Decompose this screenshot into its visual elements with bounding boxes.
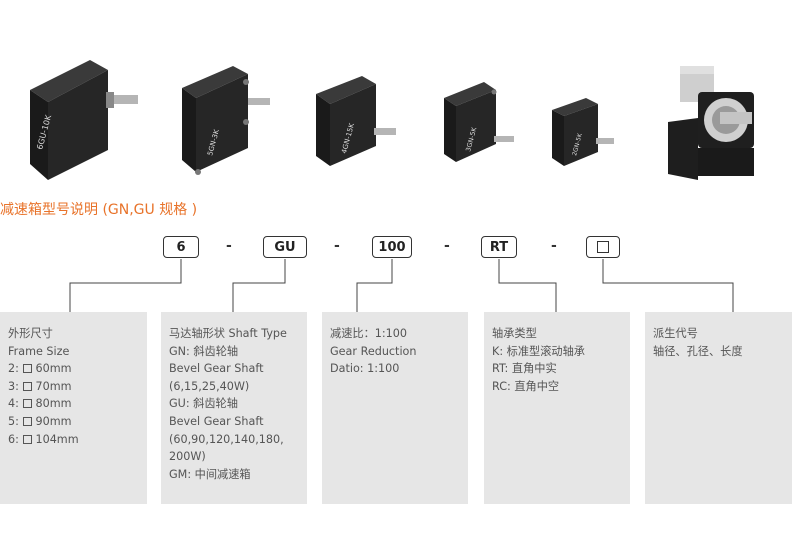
shaft-line: GN: 斜齿轮轴 (169, 344, 239, 358)
separator: - (551, 238, 557, 254)
right-angle-gearbox-image (668, 66, 754, 180)
gearbox-4gn-image: 4GN-15K (316, 76, 396, 166)
frame-row: 5: 90mm (8, 414, 72, 428)
frame-row: 6: 104mm (8, 432, 79, 446)
bearing-line: K: 标准型滚动轴承 (492, 344, 585, 358)
frame-row: 4: 80mm (8, 397, 72, 411)
gearbox-2gn-image: 2GN-5K (552, 98, 614, 166)
code-shaft-type: GU (263, 236, 307, 258)
panel-bearing-type: 轴承类型 K: 标准型滚动轴承 RT: 直角中实 RC: 直角中空 (484, 312, 630, 504)
square-icon (23, 399, 33, 409)
shaft-line: Bevel Gear Shaft (169, 362, 264, 376)
panel-frame-size: 外形尺寸 Frame Size 2: 60mm 3: 70mm 4: 80mm … (0, 312, 147, 504)
shaft-line: 马达轴形状 Shaft Type (169, 327, 287, 340)
separator: - (334, 238, 340, 254)
gearbox-3gn-image: 3GN-5K (444, 82, 514, 162)
panel-shaft-type: 马达轴形状 Shaft Type GN: 斜齿轮轴 Bevel Gear Sha… (161, 312, 307, 504)
panel-gear-ratio: 减速比：1:100 Gear Reduction Datio: 1:100 (322, 312, 468, 504)
shaft-line: GU: 斜齿轮轴 (169, 397, 238, 411)
placeholder-square-icon (597, 241, 609, 253)
square-icon (23, 434, 33, 444)
gearbox-5gn-image: 5GN-3K (182, 66, 270, 175)
code-derived (586, 236, 620, 258)
section-heading: 减速箱型号说明 (GN,GU 规格 ) (0, 202, 198, 218)
code-frame-size: 6 (163, 236, 199, 258)
gearbox-6gu-image: 6GU-10K (30, 60, 138, 180)
ratio-line: Gear Reduction (330, 344, 417, 358)
frame-row: 3: 70mm (8, 379, 72, 393)
separator: - (444, 238, 450, 254)
shaft-line: Bevel Gear Shaft (169, 414, 264, 428)
panel-title: 外形尺寸 (8, 327, 53, 340)
shaft-line: 200W) (169, 450, 206, 464)
ratio-line: Datio: 1:100 (330, 362, 400, 376)
separator: - (226, 238, 232, 254)
bearing-line: 轴承类型 (492, 327, 537, 340)
square-icon (23, 381, 33, 391)
panel-subtitle: Frame Size (8, 344, 70, 358)
panel-derived-code: 派生代号 轴径、孔径、长度 (645, 312, 792, 504)
derived-line: 派生代号 (653, 327, 698, 340)
ratio-line: 减速比：1:100 (330, 327, 407, 340)
bearing-line: RT: 直角中实 (492, 362, 557, 376)
square-icon (23, 364, 33, 374)
square-icon (23, 416, 33, 426)
derived-line: 轴径、孔径、长度 (653, 344, 743, 358)
shaft-line: GM: 中间减速箱 (169, 467, 251, 481)
code-bearing-type: RT (481, 236, 517, 258)
shaft-line: (6,15,25,40W) (169, 379, 250, 393)
shaft-line: (60,90,120,140,180, (169, 432, 284, 446)
bearing-line: RC: 直角中空 (492, 379, 560, 393)
code-gear-ratio: 100 (372, 236, 412, 258)
frame-row: 2: 60mm (8, 362, 72, 376)
